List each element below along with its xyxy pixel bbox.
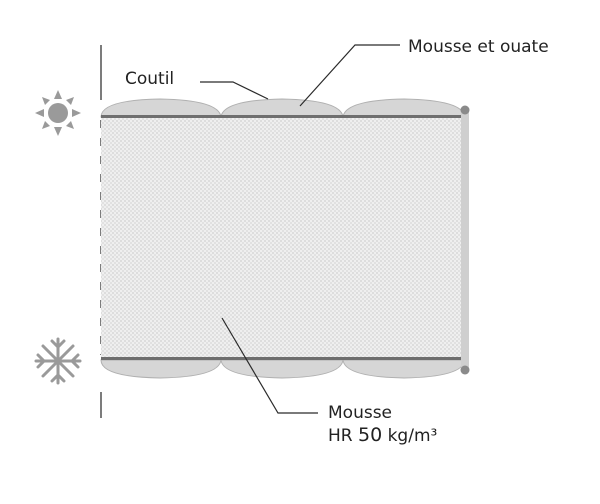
ticking-border (101, 105, 470, 375)
leader-core (221, 317, 318, 414)
label-top-layer: Mousse et ouate (408, 37, 549, 57)
label-core: Mousse HR 50 kg/m³ (328, 403, 437, 448)
foam-core (101, 117, 463, 360)
sun-icon (35, 90, 81, 136)
snowflake-icon (34, 337, 82, 385)
label-core-unit: kg/m³ (382, 426, 438, 447)
label-core-line1: Mousse (328, 403, 393, 423)
label-core-line2: HR 50 kg/m³ (328, 424, 437, 448)
leader-top-layer (299, 44, 400, 107)
bottom-cushion-layer (100, 359, 466, 379)
label-core-prefix: HR (328, 426, 358, 447)
top-cushion-layer (100, 98, 466, 118)
leader-lines (200, 44, 400, 414)
leader-coutil (200, 81, 269, 100)
label-core-density: 50 (358, 424, 383, 447)
label-coutil: Coutil (125, 69, 175, 89)
